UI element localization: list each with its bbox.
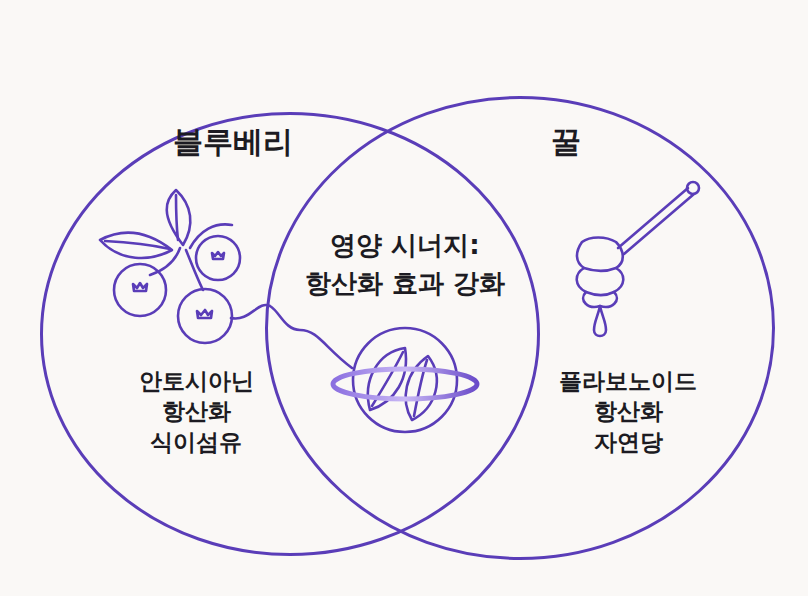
circle-title: 블루베리 (173, 122, 293, 163)
circle-outline (265, 96, 775, 560)
venn-circle: 꿀플라보노이드 항산화 자연당 (265, 96, 775, 560)
connector-squiggle (231, 305, 352, 368)
overlap-text: 영양 시너지: 항산화 효과 강화 (298, 227, 513, 302)
blueberries (114, 236, 240, 343)
item-list: 플라보노이드 항산화 자연당 (559, 366, 697, 457)
venn-circle: 블루베리안토시아닌 항산화 식이섬유 (40, 112, 540, 556)
synergy-ring (333, 369, 477, 399)
circle-outline (40, 112, 540, 556)
synergy-icon (353, 328, 457, 432)
honey-dipper (577, 182, 699, 336)
item-list: 안토시아닌 항산화 식이섬유 (139, 366, 254, 457)
circle-title: 꿀 (551, 122, 581, 163)
venn-overlap: 영양 시너지: 항산화 효과 강화 (268, 200, 536, 330)
